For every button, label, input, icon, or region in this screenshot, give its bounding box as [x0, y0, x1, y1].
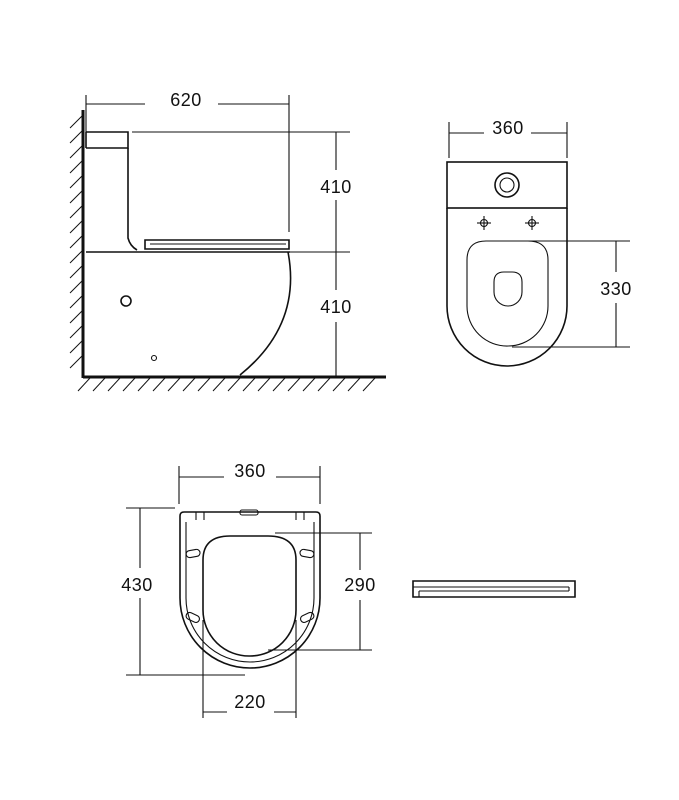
- inlet-hole: [120, 295, 132, 307]
- flush-button-inner: [499, 177, 515, 193]
- dimension-360-seat: 360: [178, 461, 321, 504]
- dim-label-430: 430: [121, 575, 153, 595]
- dim-label-410-upper: 410: [320, 177, 352, 197]
- dim-label-360-top: 360: [492, 118, 524, 138]
- drain-hole: [150, 354, 158, 362]
- seat-profile: [412, 580, 576, 598]
- side-view: 620 410 410: [69, 90, 386, 392]
- dim-label-330: 330: [600, 279, 632, 299]
- dimension-430: 430: [121, 507, 245, 676]
- bowl-top: [446, 208, 568, 367]
- floor-hatch: [77, 375, 386, 392]
- cistern-side: [85, 131, 138, 251]
- dim-label-220: 220: [234, 692, 266, 712]
- hinge: [195, 509, 305, 520]
- seat-opening: [493, 271, 523, 307]
- dimension-620: 620: [85, 90, 290, 232]
- seat-inner-edge: [185, 522, 315, 663]
- wall-hatch: [69, 110, 85, 378]
- bowl-side: [86, 239, 292, 376]
- dimension-330: 330: [512, 240, 632, 348]
- dim-label-360-seat: 360: [234, 461, 266, 481]
- bumpers: [185, 548, 315, 623]
- seat-outer: [179, 511, 321, 669]
- seat-view: 360 430 290 220: [121, 461, 376, 718]
- dimension-360-top: 360: [448, 118, 568, 158]
- dim-label-410-lower: 410: [320, 297, 352, 317]
- dimension-heights: 410 410: [132, 131, 352, 377]
- top-view: 360 330: [446, 118, 632, 367]
- seat-opening-large: [202, 535, 297, 657]
- flush-button-outer: [494, 172, 520, 198]
- dimension-290: 290: [268, 532, 376, 651]
- seat-outline: [466, 240, 549, 347]
- dim-label-290: 290: [344, 575, 376, 595]
- cistern-top: [446, 161, 568, 209]
- dimension-220: 220: [202, 620, 297, 718]
- fixing-marks: [477, 216, 539, 230]
- dim-label-620: 620: [170, 90, 202, 110]
